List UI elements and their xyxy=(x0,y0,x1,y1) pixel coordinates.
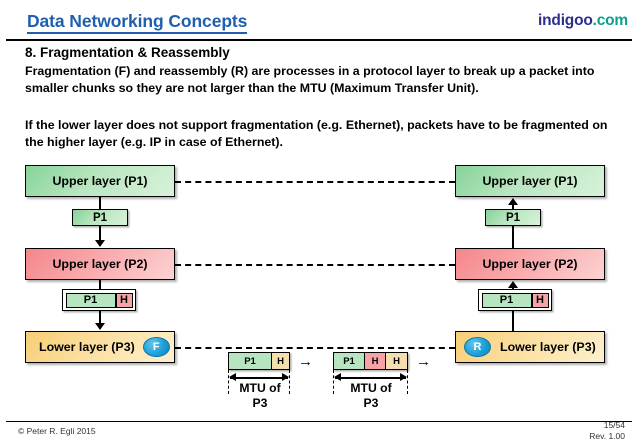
right-upper-layer-p1-box: Upper layer (P1) xyxy=(455,165,605,197)
mtu1-dimension-line xyxy=(230,377,288,379)
mtu2-guide-right xyxy=(407,370,408,394)
mtu2-p1-segment: P1 xyxy=(334,353,365,369)
right-arrow-pdu-to-p1-line xyxy=(512,204,514,211)
mtu1-flow-arrow-icon: → xyxy=(298,353,313,370)
mtu1-label: MTU of P3 xyxy=(220,381,300,410)
connector-p1 xyxy=(175,181,455,183)
mtu1-guide-right xyxy=(289,370,290,394)
mtu2-label-line1: MTU of xyxy=(350,381,392,395)
right-upper-layer-p2-box: Upper layer (P2) xyxy=(455,248,605,280)
left-arrow-frame-to-p3-line xyxy=(99,311,101,324)
mtu1-dim-arrow-right xyxy=(282,373,289,381)
mtu-packet-two: P1 H H xyxy=(333,352,408,370)
mtu1-p1-segment: P1 xyxy=(229,353,272,369)
right-lower-layer-p3-label: Lower layer (P3) xyxy=(500,340,596,354)
right-framed-h-segment: H xyxy=(531,292,549,308)
mtu-comparison-area: P1 H → MTU of P3 P1 H H → MTU of P3 xyxy=(0,155,638,415)
mtu1-label-line1: MTU of xyxy=(239,381,281,395)
header-divider xyxy=(6,39,632,41)
page-number: 15/54 xyxy=(603,420,625,430)
mtu1-guide-left xyxy=(228,370,229,394)
mtu2-label-line2: P3 xyxy=(363,395,379,410)
left-pdu-p1-box: P1 xyxy=(72,209,128,226)
right-framed-p1-segment: P1 xyxy=(481,292,532,308)
mtu2-dim-arrow-right xyxy=(400,373,407,381)
connector-p3 xyxy=(175,347,455,349)
left-framed-h-segment: H xyxy=(115,292,133,308)
footer-divider xyxy=(6,421,632,423)
mtu1-h-segment: H xyxy=(272,353,289,369)
mtu2-dim-arrow-left xyxy=(334,373,341,381)
fragmentation-diagram: Upper layer (P1) P1 Upper layer (P2) P1 … xyxy=(0,155,638,415)
fragmentation-badge-icon: F xyxy=(142,337,170,357)
mtu-packet-one: P1 H xyxy=(228,352,290,370)
section-heading: 8. Fragmentation & Reassembly xyxy=(25,45,230,60)
mtu2-h-tan-segment: H xyxy=(386,353,407,369)
left-framed-pdu-box: P1 H xyxy=(62,289,136,311)
mtu2-flow-arrow-icon: → xyxy=(416,353,431,370)
slide-header: Data Networking Concepts indigoo.com xyxy=(0,0,638,38)
logo-name: indigoo xyxy=(538,12,593,29)
right-upper-layer-p1-label: Upper layer (P1) xyxy=(482,174,578,188)
mtu1-label-line2: P3 xyxy=(252,395,268,410)
left-arrow-p1-to-pdu-line xyxy=(99,197,101,210)
paragraph-two: If the lower layer does not support frag… xyxy=(25,118,608,149)
right-framed-pdu-box: P1 H xyxy=(478,289,552,311)
right-upper-layer-p2-label: Upper layer (P2) xyxy=(482,257,578,271)
left-upper-layer-p1-label: Upper layer (P1) xyxy=(52,174,148,188)
brand-logo: indigoo.com xyxy=(538,12,628,30)
right-pdu-p1-label: P1 xyxy=(505,211,521,224)
left-arrowhead-down-p2 xyxy=(95,240,105,247)
left-upper-layer-p1-box: Upper layer (P1) xyxy=(25,165,175,197)
left-arrow-p2-to-frame-line xyxy=(99,280,101,290)
mtu1-dim-arrow-left xyxy=(229,373,236,381)
right-arrow-p2-to-pdu-line xyxy=(512,226,514,248)
copyright-text: © Peter R. Egli 2015 xyxy=(18,426,96,436)
left-upper-layer-p2-box: Upper layer (P2) xyxy=(25,248,175,280)
logo-tld: .com xyxy=(592,12,629,29)
mtu2-label: MTU of P3 xyxy=(330,381,412,410)
right-arrow-p3-to-frame-line xyxy=(512,311,514,331)
right-pdu-p1-box: P1 xyxy=(485,209,541,226)
connector-p2 xyxy=(175,264,455,266)
right-arrowhead-up-p2 xyxy=(508,281,518,288)
left-lower-layer-p3-label: Lower layer (P3) xyxy=(39,340,135,354)
right-lower-layer-p3-box: R Lower layer (P3) xyxy=(455,331,605,363)
mtu2-guide-left xyxy=(333,370,334,394)
mtu2-h-pink-segment: H xyxy=(365,353,386,369)
left-upper-layer-p2-label: Upper layer (P2) xyxy=(52,257,148,271)
left-arrowhead-down-p3 xyxy=(95,323,105,330)
page-title: Data Networking Concepts xyxy=(27,11,247,34)
reassembly-badge-icon: R xyxy=(464,337,491,357)
left-pdu-p1-label: P1 xyxy=(92,211,108,224)
paragraph-one: Fragmentation (F) and reassembly (R) are… xyxy=(25,64,595,95)
left-arrow-pdu-to-p2-line xyxy=(99,226,101,241)
page-info: 15/54 Rev. 1.00 xyxy=(589,420,625,442)
revision-number: Rev. 1.00 xyxy=(589,431,625,441)
left-lower-layer-p3-box: Lower layer (P3) F xyxy=(25,331,175,363)
right-arrowhead-up-p1 xyxy=(508,198,518,205)
left-framed-p1-segment: P1 xyxy=(65,292,116,308)
mtu2-dimension-line xyxy=(335,377,406,379)
